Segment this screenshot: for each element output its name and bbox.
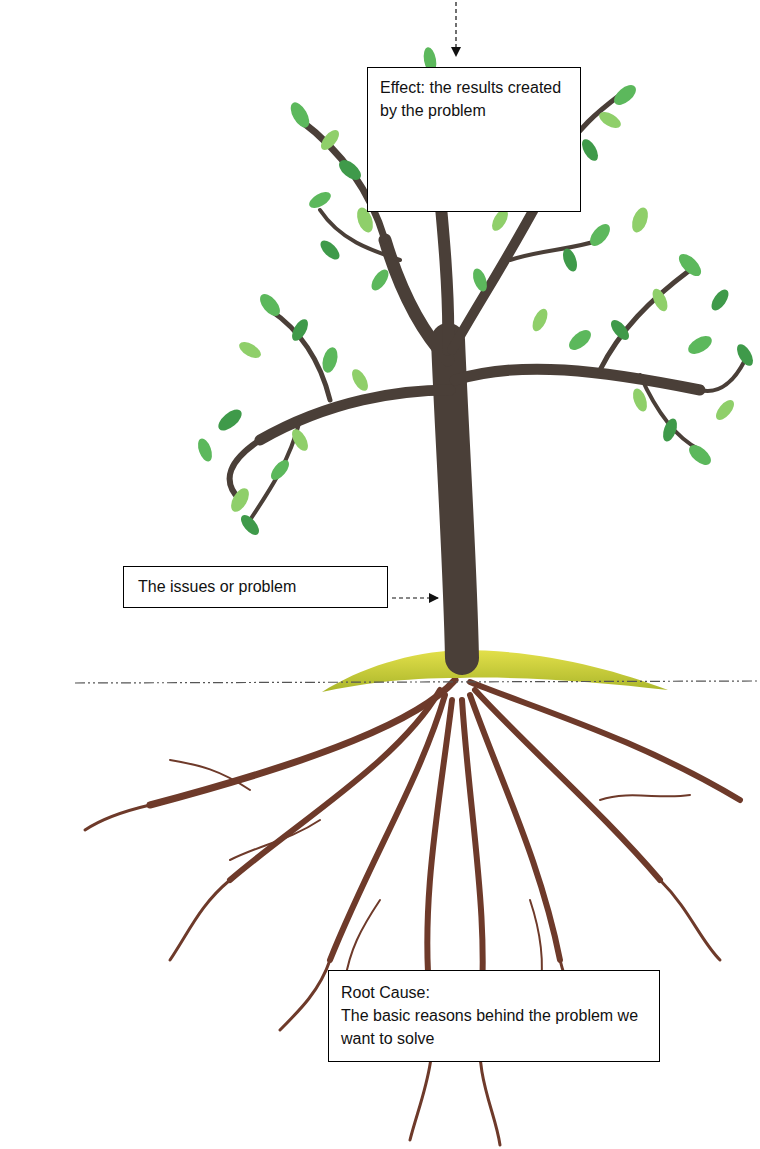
box-text: Root Cause: [341, 981, 649, 1004]
box-body-text: The basic reasons behind the problem we … [341, 1004, 649, 1050]
effect-box: Effect: the results created by the probl… [367, 67, 581, 212]
leader-arrow [392, 597, 438, 598]
problem-box: The issues or problem [123, 566, 388, 608]
ground-line [75, 681, 760, 683]
box-text: Effect: the results created by the probl… [380, 76, 570, 122]
ground-mound [322, 650, 668, 692]
leaves [195, 46, 756, 538]
root-cause-box: Root Cause:The basic reasons behind the … [328, 970, 660, 1062]
box-text: The issues or problem [138, 575, 377, 598]
roots [85, 680, 740, 1145]
leader-arrow [455, 2, 456, 56]
